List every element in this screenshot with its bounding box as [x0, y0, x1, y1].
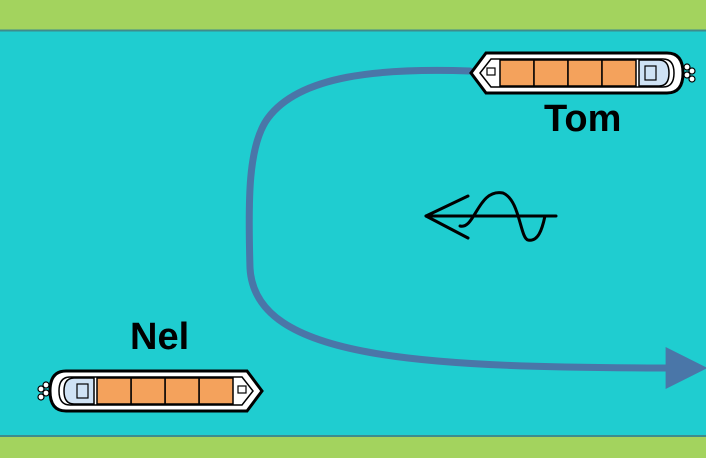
bottom-bank — [0, 436, 706, 458]
bow-hatch — [238, 386, 246, 393]
cargo-section — [534, 60, 568, 86]
boat-label-tom: Tom — [544, 100, 621, 138]
cabin-window — [77, 384, 88, 398]
cargo-section — [568, 60, 602, 86]
cargo-section — [602, 60, 636, 86]
cargo-section — [199, 378, 233, 404]
boat-cargo-hold — [97, 378, 233, 404]
boat-tom — [471, 53, 695, 93]
boat-cargo-hold — [500, 60, 636, 86]
cargo-section — [97, 378, 131, 404]
cargo-section — [131, 378, 165, 404]
boat-label-nel: Nel — [130, 318, 189, 356]
bow-hatch — [487, 68, 495, 75]
cabin-window — [645, 66, 656, 80]
cargo-section — [500, 60, 534, 86]
cargo-section — [165, 378, 199, 404]
top-bank — [0, 0, 706, 30]
boat-nel — [38, 371, 262, 411]
